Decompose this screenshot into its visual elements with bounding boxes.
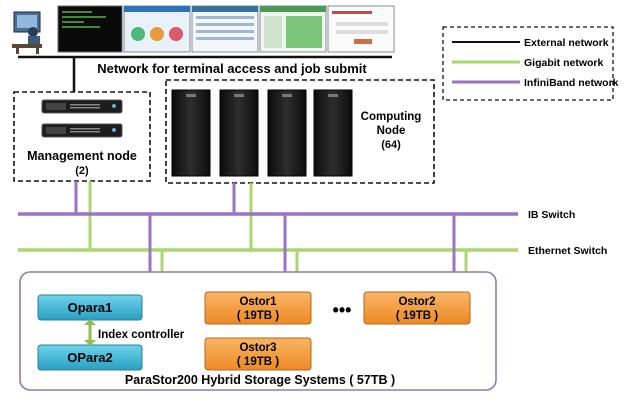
legend-external-label: External network (524, 37, 609, 49)
opara1-box: Opara1 (37, 294, 143, 321)
server-icon (41, 123, 123, 138)
ostor1-size: ( 19TB ) (237, 310, 279, 322)
ellipsis-indicator: ••• (333, 300, 352, 320)
ostor3-name: Ostor3 (239, 342, 276, 354)
rack-icon (171, 89, 211, 177)
server-icon (41, 99, 123, 114)
rack-icon (219, 89, 259, 177)
dashboard-screenshot (123, 5, 191, 53)
management-node-box: Management node (2) (13, 91, 151, 182)
index-controller-label: Index controller (98, 329, 185, 341)
portal-screenshot (327, 5, 395, 53)
storage-system-title: ParaStor200 Hybrid Storage Systems ( 57T… (125, 373, 395, 387)
storage-system-box: Opara1 OPara2 Index controller Ostor1 ( … (19, 271, 497, 391)
user-icon (12, 11, 42, 54)
legend: External network Gigabit network InfiniB… (442, 26, 619, 101)
rack-icon (267, 89, 307, 177)
rack-icon (313, 89, 353, 177)
opara1-label: Opara1 (68, 300, 113, 315)
computing-node-count: (64) (381, 139, 401, 151)
opara2-box: OPara2 (37, 344, 143, 371)
ib-switch-label: IB Switch (528, 209, 575, 221)
ostor1-box: Ostor1 ( 19TB ) (204, 291, 312, 325)
computing-node-box: Computing Node (64) (165, 79, 435, 184)
legend-infiniband-label: InfiniBand network (524, 77, 619, 89)
terminal-screenshot (57, 5, 123, 53)
opara2-label: OPara2 (67, 350, 113, 365)
ostor2-size: ( 19TB ) (396, 310, 438, 322)
computing-node-label-2: Node (377, 125, 406, 137)
ostor1-name: Ostor1 (239, 296, 277, 308)
index-controller-arrow (84, 319, 96, 346)
jobs-screenshot (259, 5, 327, 53)
computing-node-label: Computing (361, 111, 422, 123)
management-node-label: Management node (27, 149, 137, 163)
network-caption: Network for terminal access and job subm… (97, 61, 367, 76)
ethernet-switch-label: Ethernet Switch (528, 245, 607, 257)
ostor3-box: Ostor3 ( 19TB ) (204, 337, 312, 371)
management-node-count: (2) (75, 165, 89, 177)
ostor2-name: Ostor2 (398, 296, 435, 308)
ostor3-size: ( 19TB ) (237, 356, 279, 368)
ostor2-box: Ostor2 ( 19TB ) (363, 291, 471, 325)
legend-gigabit-label: Gigabit network (524, 57, 604, 69)
monitor-screenshot (191, 5, 259, 53)
